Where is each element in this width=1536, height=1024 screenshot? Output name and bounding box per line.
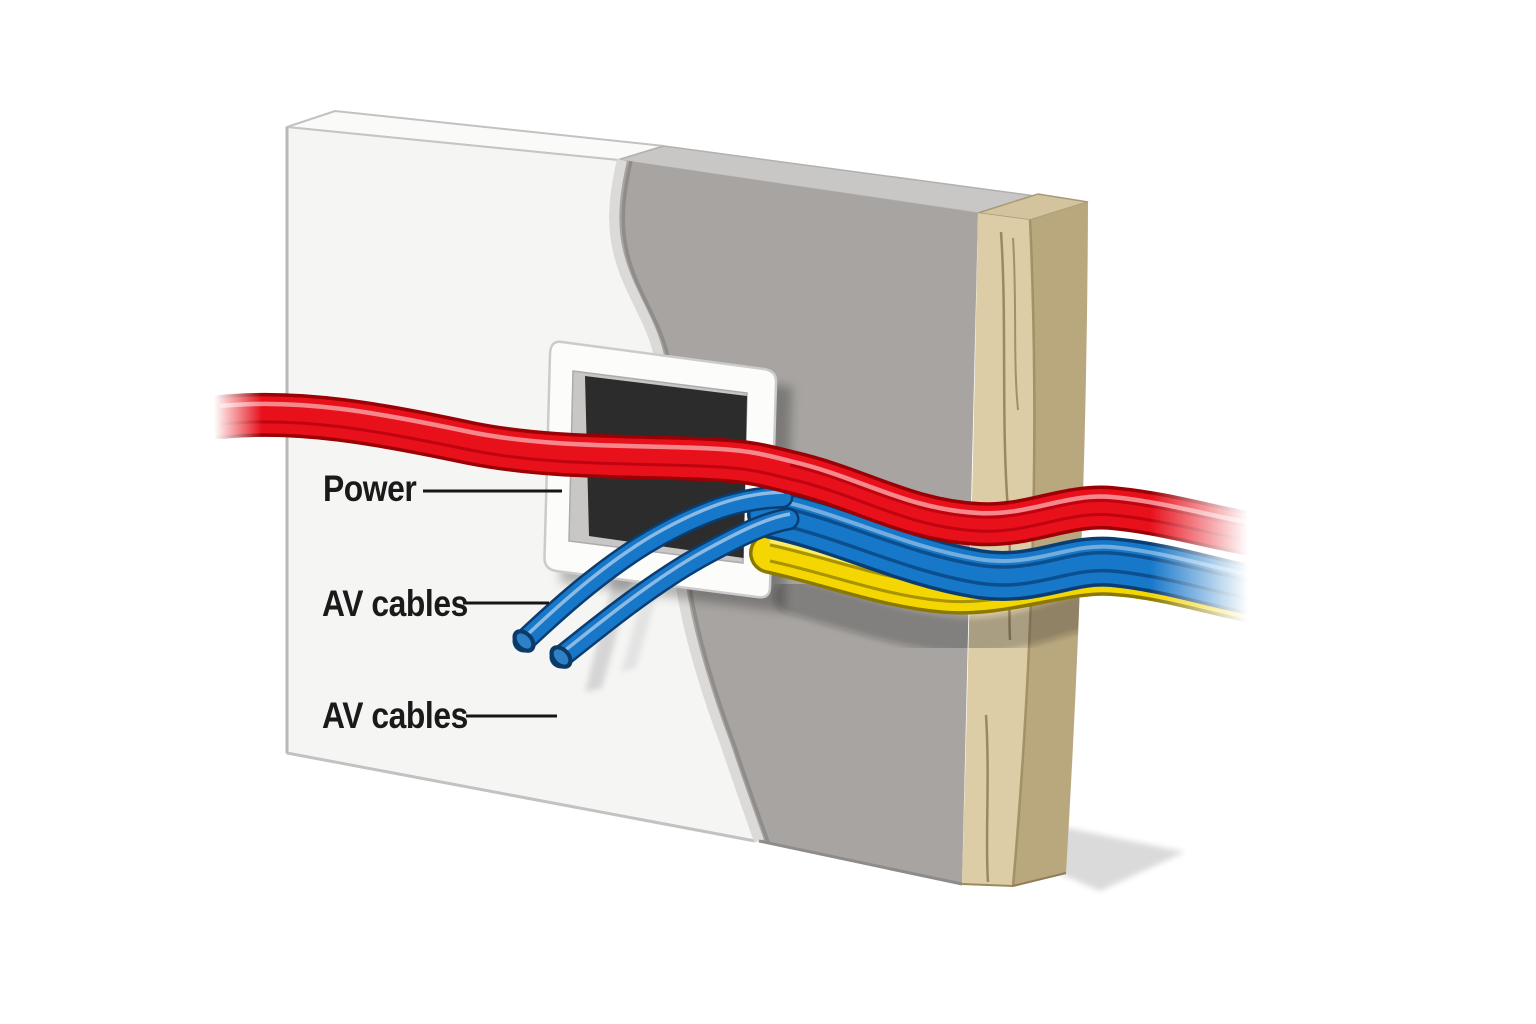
stud-side-bottom-edge — [1012, 872, 1067, 887]
floor-shadow — [1056, 826, 1185, 891]
blue-cable-end-cap — [549, 645, 573, 669]
wood-grain-line — [984, 714, 990, 883]
blue-cable-end-cap — [512, 629, 536, 653]
plaster-bottom-edge — [758, 839, 963, 886]
stud-corner-edge — [1011, 219, 1036, 887]
wood-grain-line — [1012, 237, 1019, 411]
stud-bottom-edge — [961, 883, 1014, 887]
label-power: Power — [323, 468, 417, 509]
stud-side-face — [1013, 202, 1088, 886]
label-av-cables-top: AV cables — [322, 583, 468, 624]
cables-group — [220, 404, 1252, 669]
drywall-bottom-edge — [286, 751, 756, 843]
label-av-cables-bottom: AV cables — [322, 695, 468, 736]
